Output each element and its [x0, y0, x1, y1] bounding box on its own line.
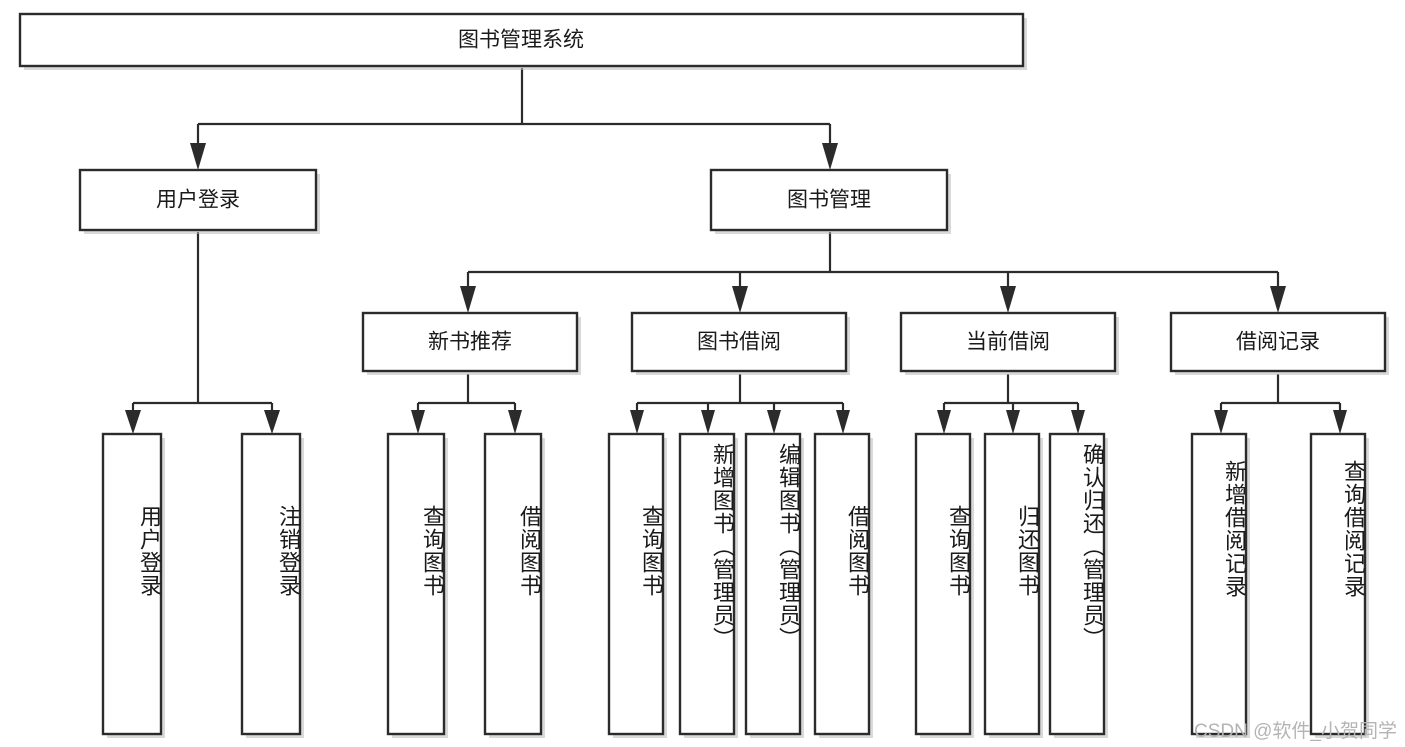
arrow-head-current	[1000, 286, 1016, 313]
node-leaf-borrow-add[interactable]	[678, 432, 736, 736]
node-borrow-record[interactable]	[1169, 311, 1387, 373]
arrow-head-newbook	[460, 286, 476, 313]
arrow-head-newbook-leaf-2	[508, 410, 522, 434]
arrow-head-borrow-leaf-4	[836, 410, 850, 434]
label-user-login: 用户登录	[156, 189, 240, 212]
node-leaf-newbook-query[interactable]	[386, 432, 446, 736]
arrow-head-leaf-user-login	[125, 410, 141, 434]
arrow-head-current-leaf-1	[937, 410, 951, 434]
label-current-borrow: 当前借阅	[966, 331, 1050, 354]
arrow-head-user-login	[190, 143, 206, 170]
node-leaf-borrow-query[interactable]	[607, 432, 665, 736]
arrow-head-book-mgmt	[822, 143, 838, 170]
node-leaf-current-return[interactable]	[983, 432, 1041, 736]
arrow-head-borrow	[732, 286, 748, 313]
arrow-head-borrow-leaf-1	[630, 410, 644, 434]
node-boxes-group	[18, 12, 1389, 738]
arrow-head-leaf-logout	[264, 410, 280, 434]
label-root: 图书管理系统	[458, 29, 584, 52]
arrow-head-newbook-leaf-1	[411, 410, 425, 434]
node-leaf-newbook-borrow[interactable]	[483, 432, 543, 736]
arrow-head-records-leaf-1	[1214, 410, 1228, 434]
node-leaf-current-query[interactable]	[914, 432, 972, 736]
node-leaf-user-login[interactable]	[101, 432, 163, 736]
csdn-watermark: CSDN @软件_小贺同学	[1194, 721, 1397, 742]
node-leaf-record-add[interactable]	[1190, 432, 1248, 736]
arrow-head-records-leaf-2	[1333, 410, 1347, 434]
label-book-management: 图书管理	[787, 189, 871, 212]
connectors-group	[125, 68, 1347, 434]
node-leaf-record-query[interactable]	[1309, 432, 1367, 736]
label-new-book-recommend: 新书推荐	[428, 331, 512, 354]
node-user-login[interactable]	[78, 168, 318, 232]
node-leaf-current-confirm[interactable]	[1048, 432, 1106, 736]
horizontal-labels-group: 图书管理系统 用户登录 图书管理 新书推荐 图书借阅 当前借阅 借阅记录	[156, 29, 1320, 354]
arrow-head-current-leaf-2	[1006, 410, 1020, 434]
node-leaf-borrow-edit[interactable]	[744, 432, 802, 736]
node-current-borrow[interactable]	[899, 311, 1117, 373]
node-root[interactable]	[18, 12, 1025, 68]
label-borrow-record: 借阅记录	[1236, 331, 1320, 354]
node-new-book-recommend[interactable]	[361, 311, 579, 373]
node-book-management[interactable]	[709, 168, 949, 232]
node-leaf-borrow-lend[interactable]	[813, 432, 871, 736]
arrow-head-borrow-leaf-3	[767, 410, 781, 434]
label-book-borrow: 图书借阅	[697, 331, 781, 354]
arrow-head-current-leaf-3	[1071, 410, 1085, 434]
arrow-head-borrow-leaf-2	[701, 410, 715, 434]
node-book-borrow[interactable]	[630, 311, 848, 373]
node-leaf-logout[interactable]	[240, 432, 302, 736]
arrow-head-records	[1270, 286, 1286, 313]
